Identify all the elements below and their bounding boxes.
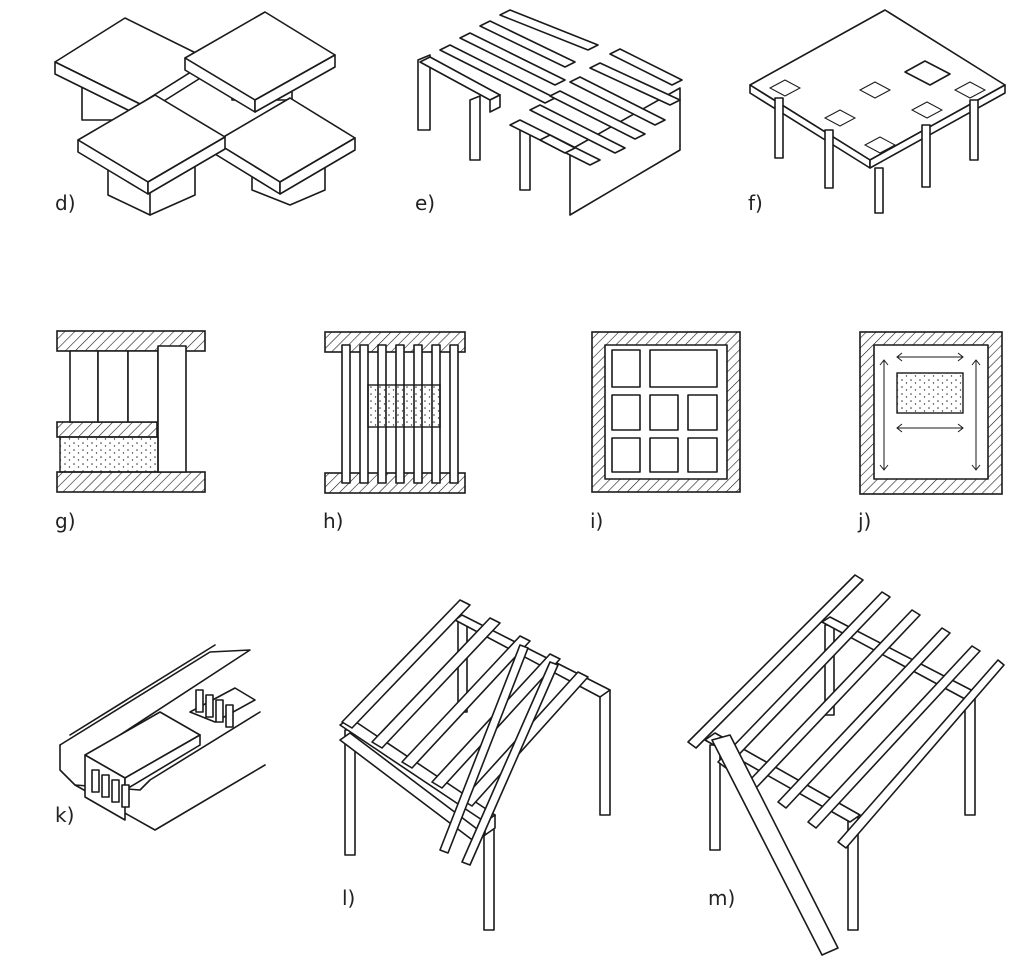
label-k: k) [55, 803, 74, 827]
figure-m-timber-frame [687, 574, 1005, 956]
label-h: h) [323, 509, 343, 533]
label-j: j) [857, 509, 871, 533]
label-d: d) [55, 191, 76, 215]
label-i: i) [590, 509, 603, 533]
figure-i-plan [591, 331, 741, 493]
label-e: e) [415, 191, 435, 215]
figure-k-hollow-planks [59, 644, 266, 831]
label-g: g) [55, 509, 76, 533]
figure-e-walls-and-joists [417, 9, 683, 216]
figure-f-flat-slab [749, 9, 1006, 214]
label-m: m) [708, 886, 735, 910]
figure-l-timber-frame [339, 599, 611, 931]
label-f: f) [748, 191, 763, 215]
figure-g-plan [56, 330, 206, 493]
figure-j-plan [859, 331, 1003, 495]
label-l: l) [342, 886, 355, 910]
figure-d-mushroom-slabs [54, 11, 356, 216]
figure-h-plan [324, 331, 466, 494]
